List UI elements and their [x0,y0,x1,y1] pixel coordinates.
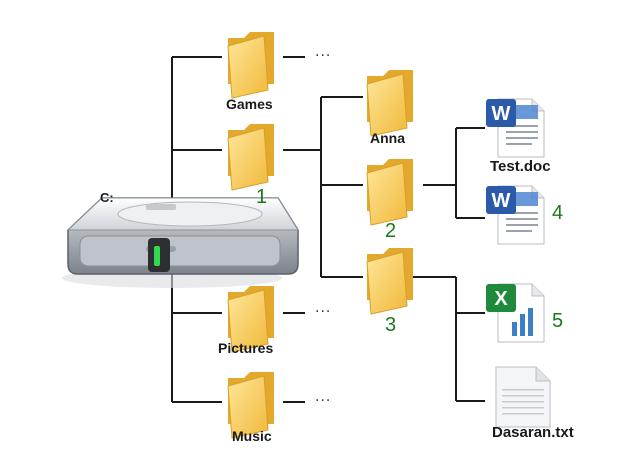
folder-icon [366,70,413,137]
folder-icon [227,372,274,439]
folder-icon [366,159,413,226]
hard-drive-icon [62,197,299,288]
file-label-5: 5 [552,310,564,332]
folder-label-music: Music [232,428,272,444]
svg-text:W: W [492,103,511,125]
folder-label-2: 2 [385,220,397,242]
text-file-icon [495,366,551,428]
svg-text:W: W [492,190,511,212]
folder-games-trailing: ... [315,44,332,60]
folder-label-games: Games [226,96,273,112]
folder-music-trailing: ... [315,389,332,405]
connector-lines [171,56,485,403]
excel-spreadsheet-icon: X [486,283,545,343]
folder-icon [227,32,274,99]
folder-label-pictures: Pictures [218,340,274,356]
folder-icon [366,248,413,315]
file-label-4: 4 [552,202,564,224]
word-document-icon: W [486,185,545,245]
drive-label: C: [100,190,114,205]
folder-icon [227,124,274,191]
folder-pictures-trailing: ... [315,300,332,316]
folder-label-anna: Anna [370,130,405,146]
word-document-icon: W [486,98,545,158]
file-label-test-doc: Test.doc [490,158,551,175]
folder-label-3: 3 [385,314,397,336]
svg-text:X: X [494,288,508,310]
folder-label-1: 1 [256,186,268,208]
file-label-dasaran: Dasaran.txt [492,424,574,441]
folder-icon [227,286,274,353]
